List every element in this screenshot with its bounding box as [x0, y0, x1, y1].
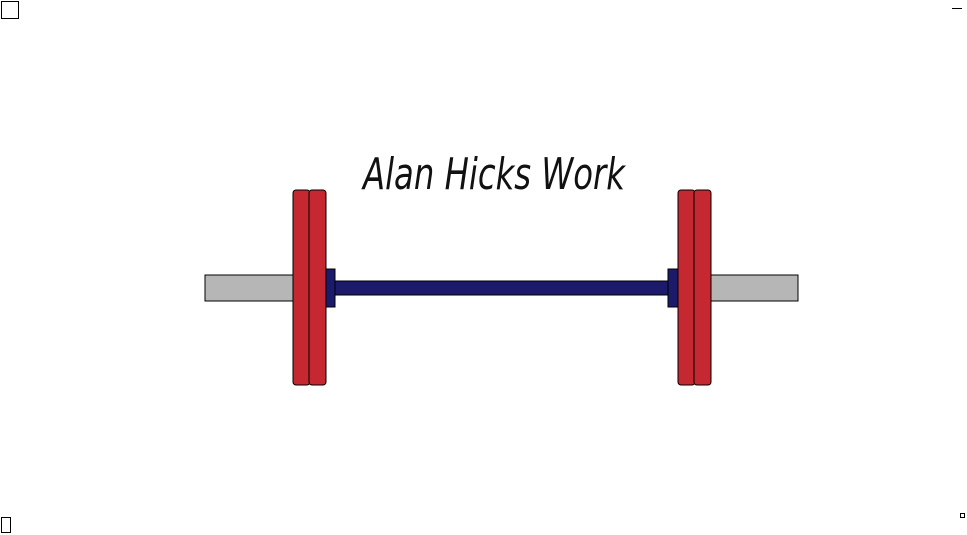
right-collar: [667, 268, 680, 308]
right-plate-inner: [677, 189, 696, 386]
minimize-button[interactable]: [950, 1, 964, 15]
logo-title: Alan Hicks Work: [361, 149, 626, 200]
right-plate-outer: [693, 189, 712, 386]
right-sleeve: [704, 274, 799, 302]
left-plate-inner: [308, 189, 327, 386]
left-plate-outer: [292, 189, 311, 386]
resize-grip-icon[interactable]: [960, 513, 965, 518]
center-bar: [332, 280, 672, 296]
left-sleeve: [204, 274, 301, 302]
window-menu-button[interactable]: [1, 1, 19, 19]
page-icon[interactable]: [1, 517, 11, 533]
